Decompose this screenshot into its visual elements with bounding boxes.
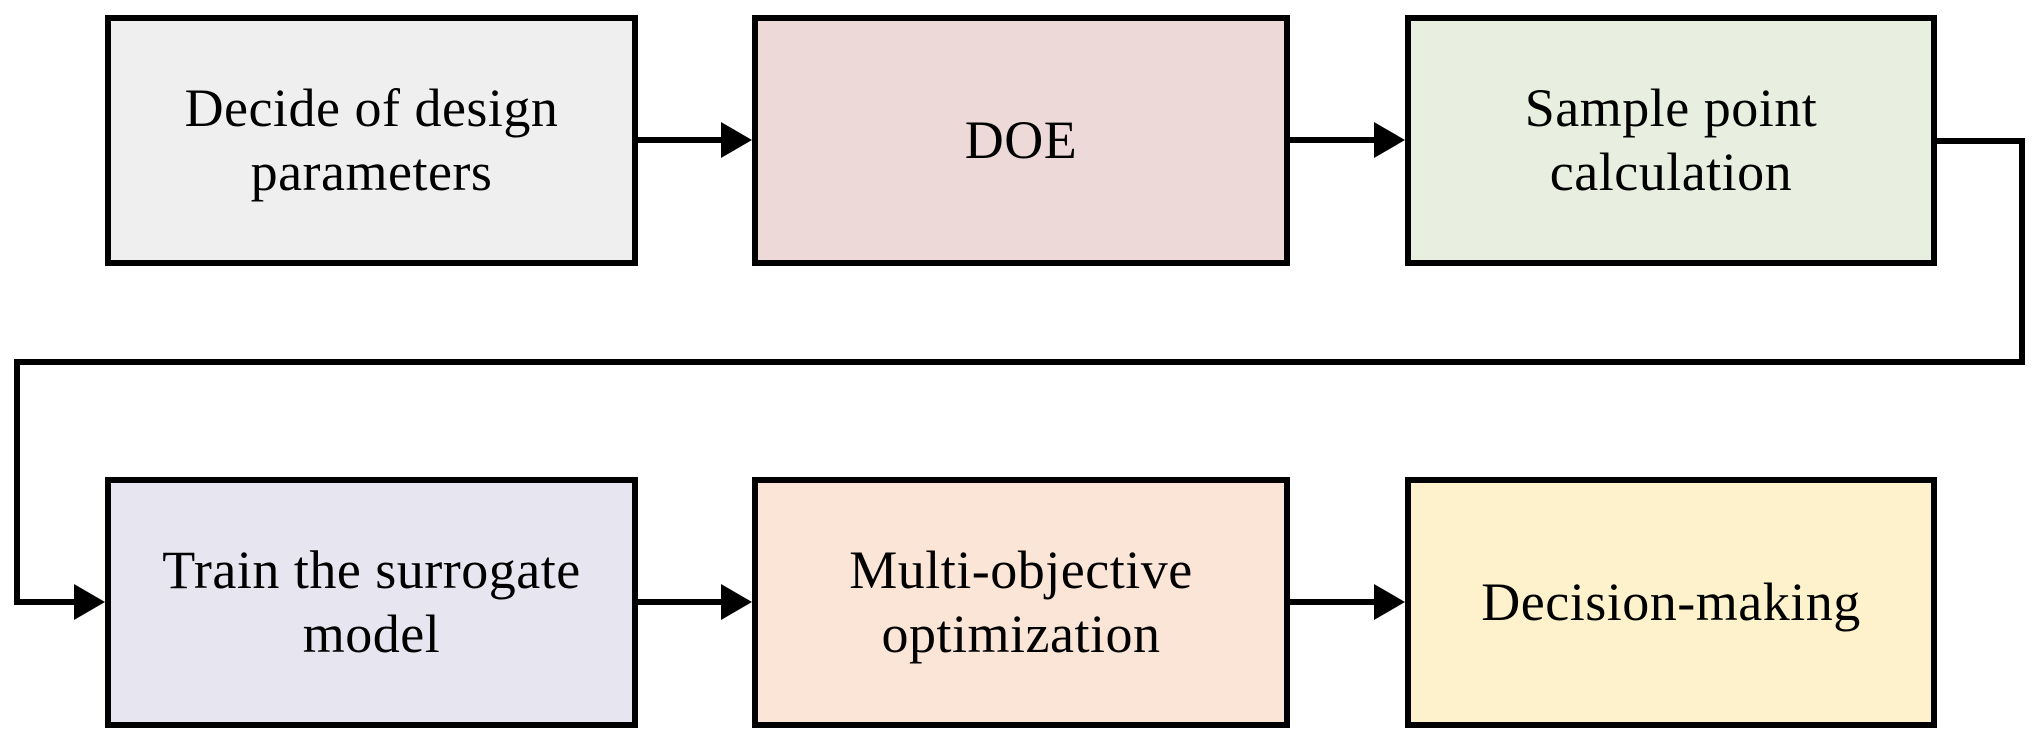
connector-sample-to-train-segment-right-vertical <box>2019 138 2025 365</box>
node-decision-making: Decision-making <box>1405 477 1937 728</box>
connector-sample-to-train-segment-left-vertical <box>14 359 20 605</box>
arrow-train-to-multi-head <box>721 584 752 620</box>
arrow-decide-to-doe-head <box>721 122 752 158</box>
arrow-decide-to-doe-shaft <box>638 137 724 143</box>
node-label: Train the surrogate model <box>162 539 581 664</box>
node-label: Decision-making <box>1481 571 1861 632</box>
node-sample-point-calculation: Sample point calculation <box>1405 15 1937 266</box>
node-train-surrogate-model: Train the surrogate model <box>105 477 638 728</box>
node-decide-design-parameters: Decide of design parameters <box>105 15 638 266</box>
node-multi-objective-optimization: Multi-objective optimization <box>752 477 1290 728</box>
arrow-multi-to-decision-head <box>1374 584 1405 620</box>
arrow-doe-to-sample-shaft <box>1290 137 1376 143</box>
node-doe: DOE <box>752 15 1290 266</box>
node-label: Sample point calculation <box>1524 77 1818 202</box>
node-label: DOE <box>964 109 1078 170</box>
connector-sample-to-train-segment-entry-horizontal <box>14 599 77 605</box>
connector-sample-to-train-segment-long-horizontal <box>14 359 2025 365</box>
arrow-doe-to-sample-head <box>1374 122 1405 158</box>
node-label: Multi-objective optimization <box>849 539 1193 664</box>
node-label: Decide of design parameters <box>184 77 559 202</box>
connector-sample-to-train-head <box>74 584 105 620</box>
connector-sample-to-train-segment-right-horizontal <box>1937 138 2025 144</box>
arrow-train-to-multi-shaft <box>638 599 724 605</box>
arrow-multi-to-decision-shaft <box>1290 599 1376 605</box>
